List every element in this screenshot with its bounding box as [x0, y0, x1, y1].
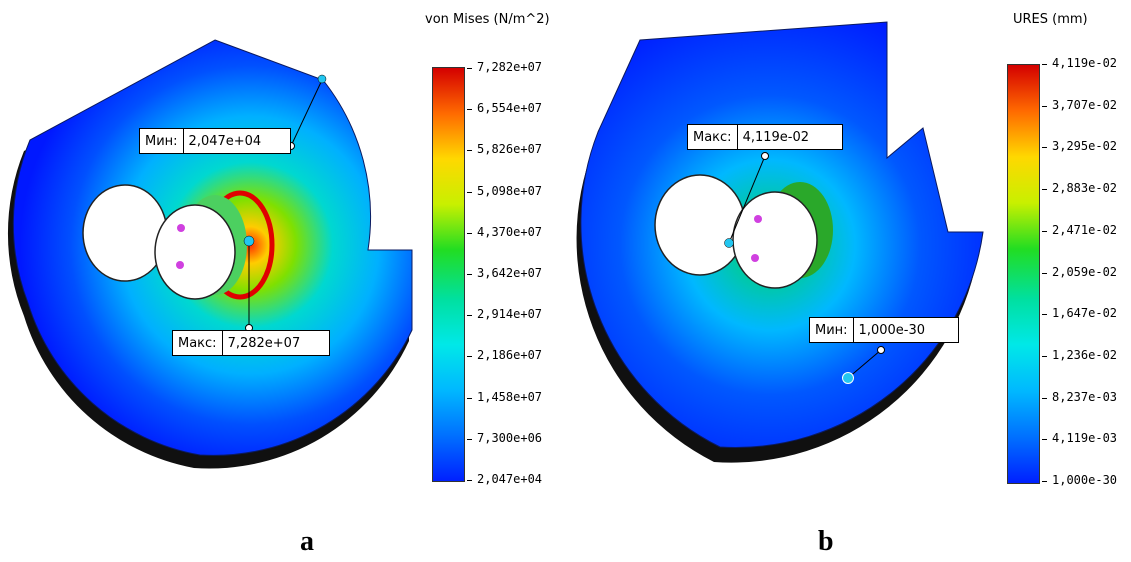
legend-a-tick-label: 5,098e+07: [477, 183, 543, 198]
legend-b-tick-label: 1,647e-02: [1052, 306, 1118, 321]
legend-b-tick-label: 8,237e-03: [1052, 389, 1118, 404]
min-callout-a-label: Мин:: [140, 129, 184, 153]
max-callout-a-value: 7,282e+07: [227, 335, 301, 351]
legend-b-tick-mark: [1042, 272, 1047, 274]
legend-a-tick-label: 6,554e+07: [477, 101, 543, 116]
model-a-min-point: [317, 74, 327, 84]
legend-b-tick-label: 2,059e-02: [1052, 264, 1118, 279]
min-callout-a: Мин: 2,047e+04: [139, 128, 291, 154]
min-callout-b: Мин: 1,000e-30: [809, 317, 959, 343]
legend-a-tick-mark: [467, 191, 472, 193]
legend-b-tick-mark: [1042, 64, 1047, 65]
legend-b-tick-label: 2,471e-02: [1052, 222, 1118, 237]
legend-b-tick-mark: [1042, 355, 1047, 357]
legend-b-tick-label: 2,883e-02: [1052, 181, 1118, 196]
max-callout-a-label: Макс:: [173, 331, 223, 355]
legend-a-tick-label: 1,458e+07: [477, 389, 543, 404]
legend-b-tick-label: 4,119e-02: [1052, 56, 1118, 70]
legend-a-tick-mark: [467, 315, 472, 317]
legend-a-tick-mark: [467, 150, 472, 152]
model-a-max-point: [243, 235, 255, 247]
model-a-min-leader: [290, 79, 323, 147]
model-b-hole-left: [654, 174, 746, 276]
model-b-hole-right: [732, 191, 818, 289]
legend-a-tick-label: 7,282e+07: [477, 60, 543, 74]
max-callout-b: Макс: 4,119e-02: [687, 124, 843, 150]
model-b-min-anchor: [877, 346, 885, 354]
legend-b-tick-mark: [1042, 439, 1047, 441]
min-callout-b-value: 1,000e-30: [858, 322, 925, 338]
legend-a-tick-mark: [467, 68, 472, 69]
legend-b-tick-mark: [1042, 481, 1047, 482]
model-b-pin-1: [754, 215, 762, 223]
legend-a-tick-label: 2,914e+07: [477, 307, 543, 322]
legend-a-tick-mark: [467, 438, 472, 440]
model-b-max-leader: [728, 155, 766, 244]
legend-b-tick-label: 3,707e-02: [1052, 97, 1118, 112]
legend-b-tick-label: 1,236e-02: [1052, 347, 1118, 362]
model-a: [7, 39, 413, 469]
legend-b-tick-mark: [1042, 189, 1047, 191]
max-callout-b-label: Макс:: [688, 125, 738, 149]
legend-a-tick-mark: [467, 397, 472, 399]
legend-b-tick-label: 1,000e-30: [1052, 473, 1118, 487]
legend-b-tick-label: 4,119e-03: [1052, 431, 1118, 446]
legend-a-tick-label: 7,300e+06: [477, 430, 543, 445]
model-b-min-leader: [847, 349, 882, 379]
legend-b-tick-mark: [1042, 230, 1047, 232]
legend-b-title: URES (mm): [1013, 12, 1088, 27]
legend-a-tick-mark: [467, 232, 472, 234]
max-callout-a: Макс: 7,282e+07: [172, 330, 330, 356]
legend-a-tick-mark: [467, 480, 472, 481]
legend-a-tick-label: 5,826e+07: [477, 142, 543, 157]
legend-a-tick-label: 2,186e+07: [477, 348, 543, 363]
legend-a-tick-mark: [467, 356, 472, 358]
max-callout-b-value: 4,119e-02: [742, 129, 810, 145]
min-callout-b-label: Мин:: [810, 318, 854, 342]
legend-a-tick-label: 2,047e+04: [477, 472, 543, 486]
model-b-max-anchor: [761, 152, 769, 160]
model-b-pin-2: [751, 254, 759, 262]
legend-b-tick-mark: [1042, 147, 1047, 149]
legend-b-tick-mark: [1042, 105, 1047, 107]
legend-a-tick-mark: [467, 274, 472, 275]
legend-a-tick-label: 3,642e+07: [477, 266, 543, 280]
legend-a-tick-mark: [467, 109, 472, 111]
model-a-pin-2: [176, 261, 184, 269]
model-a-hole-left: [82, 184, 168, 282]
legend-a-tick-label: 4,370e+07: [477, 224, 543, 239]
legend-b-tick-mark: [1042, 314, 1047, 316]
model-b-min-point: [842, 372, 854, 384]
model-a-hole-right: [154, 204, 236, 300]
panel-label-b: b: [818, 526, 834, 557]
model-b: [576, 21, 984, 463]
min-callout-a-value: 2,047e+04: [188, 133, 262, 149]
legend-a-colorbar: [432, 67, 465, 482]
model-b-max-point: [724, 238, 734, 248]
legend-b-tick-label: 3,295e-02: [1052, 139, 1118, 154]
legend-b-tick-mark: [1042, 397, 1047, 399]
legend-a-title: von Mises (N/m^2): [425, 12, 550, 27]
panel-label-a: a: [300, 526, 314, 557]
model-a-pin-1: [177, 224, 185, 232]
legend-b-colorbar: [1007, 64, 1040, 484]
